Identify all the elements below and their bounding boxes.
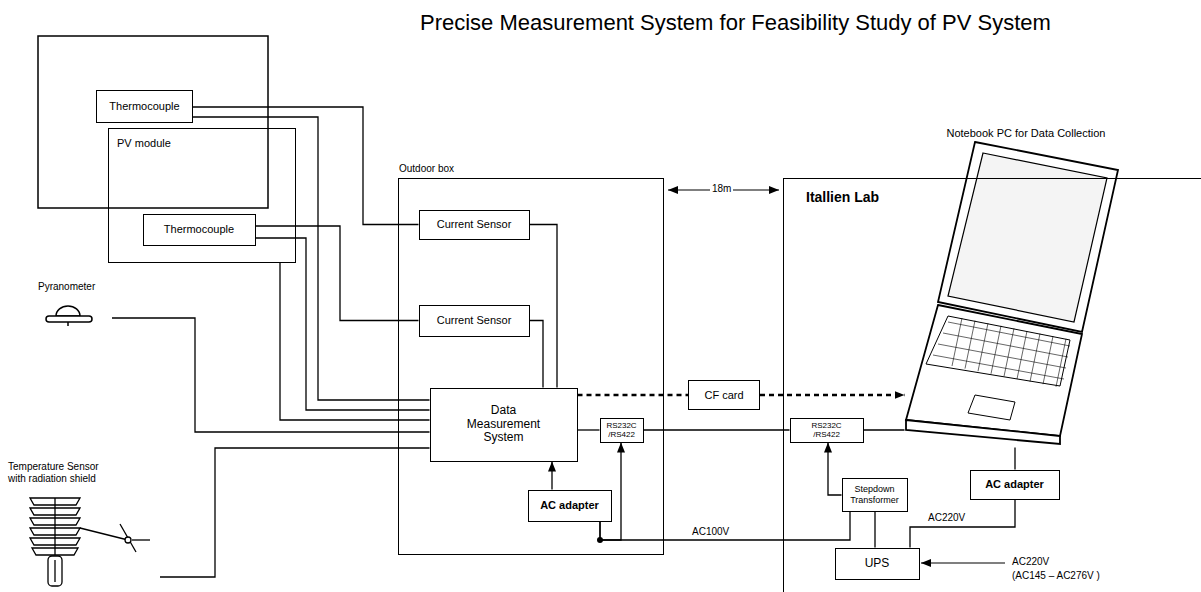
sensor-box: Current Sensor bbox=[419, 210, 530, 240]
media-box: CF card bbox=[688, 380, 760, 410]
box-label: RS232C /RS422 bbox=[605, 421, 639, 439]
box-label: Stepdown Transformer bbox=[847, 484, 903, 505]
key-row bbox=[933, 355, 1064, 379]
box-label: CF card bbox=[704, 389, 743, 402]
instrument-label: Pyranometer bbox=[36, 281, 112, 328]
region-heading: Temperature Sensor with radiation shield bbox=[8, 461, 112, 484]
box-label: Data Measurement System bbox=[459, 404, 549, 445]
wire bbox=[256, 238, 430, 410]
wire bbox=[530, 321, 544, 388]
wire bbox=[280, 263, 430, 420]
computer-label: Notebook PC for Data Collection bbox=[905, 125, 1120, 448]
box-label: Current Sensor bbox=[437, 314, 512, 327]
pyranometer-icon bbox=[46, 306, 92, 326]
key-column bbox=[978, 323, 988, 371]
sensor-box: Thermocouple bbox=[143, 214, 256, 246]
region-heading: Itallien Lab bbox=[806, 189, 879, 205]
wire bbox=[910, 500, 1015, 548]
data-transfer-arrow bbox=[760, 394, 905, 397]
ups-box: UPS bbox=[835, 548, 920, 580]
pv-module-box: Thermocouple PV module bbox=[108, 128, 296, 263]
key-column bbox=[1017, 331, 1027, 379]
region-heading: Notebook PC for Data Collection bbox=[947, 127, 1106, 140]
logger-box: Data Measurement System bbox=[430, 388, 578, 462]
lab-region: RS232C /RS422Notebook PC for Data Collec… bbox=[783, 178, 1201, 592]
wire bbox=[600, 512, 850, 541]
wire bbox=[828, 443, 842, 496]
wire bbox=[644, 429, 790, 430]
key-column bbox=[1004, 328, 1014, 376]
keyboard-keys bbox=[933, 318, 1070, 387]
diagram-title: Precise Measurement System for Feasibili… bbox=[420, 10, 1051, 36]
temperature-sensor-icon bbox=[30, 498, 150, 586]
key-column bbox=[965, 321, 975, 369]
interface-box: RS232C /RS422 bbox=[600, 418, 644, 443]
box-label: Current Sensor bbox=[437, 218, 512, 231]
wire bbox=[193, 117, 430, 400]
wire bbox=[864, 429, 905, 430]
key-column bbox=[991, 326, 1001, 374]
wire bbox=[874, 512, 875, 548]
box-label: Thermocouple bbox=[109, 100, 179, 113]
key-column bbox=[952, 318, 962, 366]
sensor-box: Thermocouple bbox=[96, 90, 193, 123]
box-label: Thermocouple bbox=[164, 223, 234, 236]
wire bbox=[112, 318, 430, 432]
distance-label: 18m bbox=[710, 183, 733, 195]
instrument-label: Temperature Sensor with radiation shield bbox=[6, 461, 160, 588]
key-column bbox=[1056, 339, 1066, 387]
key-row bbox=[938, 344, 1066, 368]
data-transfer-arrow bbox=[578, 394, 689, 397]
wire bbox=[1014, 448, 1015, 470]
voltage-label: AC100V bbox=[690, 526, 731, 538]
transformer-box: Stepdown Transformer bbox=[842, 478, 908, 512]
enclosure-box: Current SensorCurrent SensorData Measure… bbox=[398, 178, 664, 555]
wire bbox=[160, 448, 430, 577]
wire bbox=[193, 107, 419, 225]
box-label: UPS bbox=[865, 557, 890, 571]
sensor-box: Current Sensor bbox=[419, 305, 530, 337]
key-column bbox=[1043, 336, 1053, 384]
region-heading: Outdoor box bbox=[399, 163, 454, 175]
power-box: AC adapter bbox=[528, 490, 612, 522]
box-label: AC adapter bbox=[540, 499, 599, 512]
wire bbox=[551, 462, 552, 490]
mains-input-arrow bbox=[921, 562, 1005, 563]
wire bbox=[530, 225, 558, 388]
voltage-label: (AC145 – AC276V ) bbox=[1010, 570, 1102, 582]
wire bbox=[600, 443, 621, 541]
pv-module-panel bbox=[38, 36, 268, 208]
voltage-label: AC220V bbox=[1010, 556, 1051, 568]
box-label: AC adapter bbox=[985, 478, 1044, 491]
box-label: RS232C /RS422 bbox=[810, 421, 844, 439]
region-heading: Pyranometer bbox=[38, 281, 95, 293]
wire bbox=[578, 429, 600, 430]
power-box: AC adapter bbox=[970, 470, 1060, 500]
region-heading: PV module bbox=[117, 137, 171, 150]
key-column bbox=[1030, 334, 1040, 382]
voltage-label: AC220V bbox=[926, 512, 967, 524]
interface-box: RS232C /RS422 bbox=[790, 418, 864, 443]
notebook-pc-icon bbox=[906, 142, 1118, 444]
